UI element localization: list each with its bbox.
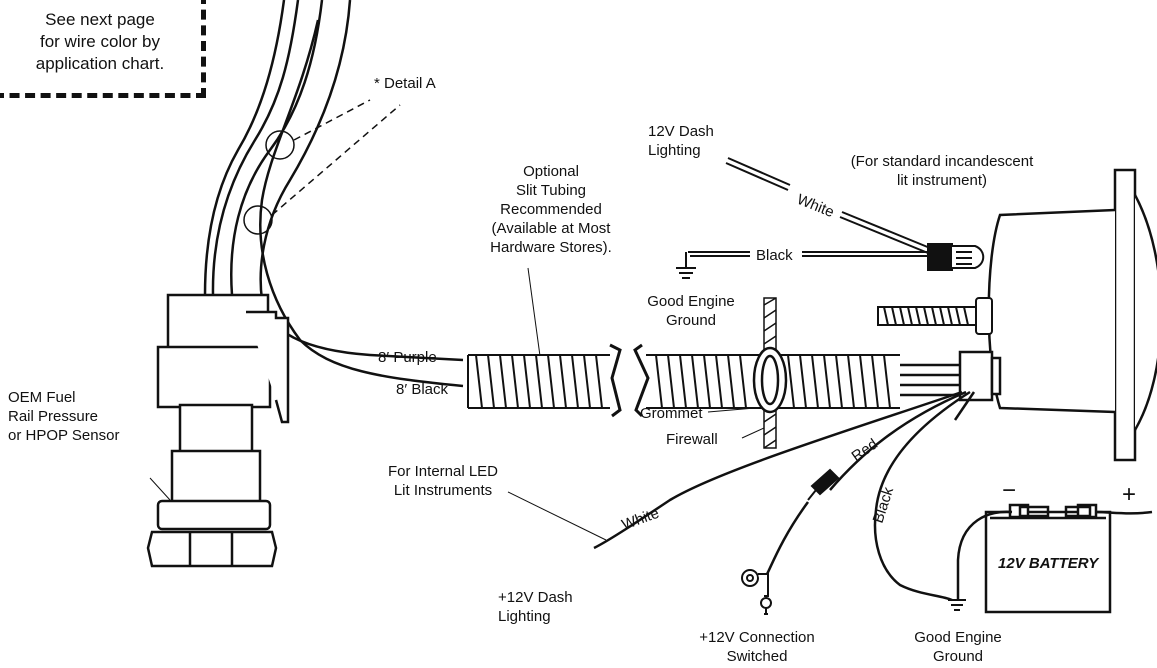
dash-lighting-plus-label: +12V Dash Lighting (498, 588, 573, 626)
tubing-line-2: Slit Tubing (515, 182, 587, 199)
wire-color-note: See next page for wire color by applicat… (0, 0, 206, 98)
note-line-2: for wire color by (40, 32, 160, 51)
wire-label-red: Red (849, 436, 881, 466)
good-ground-bottom-label: Good Engine Ground (898, 628, 1018, 666)
good-ground-bottom-line-1: Good Engine (914, 629, 1002, 646)
dash-lighting-plus-line-2: Lighting (498, 608, 551, 625)
dash-lighting-line-2: Lighting (648, 142, 701, 159)
wire-label-black-bottom: Black (870, 485, 898, 526)
top-black-wire (685, 251, 928, 268)
connection-line-1: +12V Connection (699, 629, 815, 646)
good-ground-bottom-line-2: Ground (932, 648, 984, 665)
black-wire-label: 8′ Black (396, 381, 449, 398)
battery-minus: − (1002, 477, 1016, 504)
gauge (987, 168, 1157, 462)
led-line-1: For Internal LED (387, 463, 499, 480)
purple-wire-label: 8′ Purple (378, 349, 437, 366)
battery-plus: + (1122, 481, 1136, 508)
detail-a-callout (243, 99, 401, 235)
tubing-line-3: Recommended (500, 201, 602, 218)
gauge-mounting-screw (877, 297, 993, 335)
sensor-cables (203, 0, 464, 388)
top-white-wire (725, 157, 931, 254)
sensor-line-2: Rail Pressure (8, 408, 99, 425)
gauge-connector (900, 350, 1002, 402)
slit-tubing-left (467, 343, 622, 418)
incandescent-label: (For standard incandescent lit instrumen… (832, 152, 1052, 190)
leader-lines (149, 267, 765, 541)
battery-label: 12V BATTERY (998, 555, 1100, 572)
sensor-label: OEM Fuel Rail Pressure or HPOP Sensor (8, 388, 119, 445)
sensor-line-3: or HPOP Sensor (8, 427, 120, 444)
wire-label-white-bottom: White (620, 505, 662, 534)
bulb-socket (927, 243, 985, 271)
inline-fuse (807, 468, 840, 501)
pressure-sensor (146, 293, 290, 568)
incandescent-line-1: (For standard incandescent (850, 153, 1034, 170)
firewall-label: Firewall (666, 431, 718, 448)
tubing-line-5: Hardware Stores). (490, 239, 612, 256)
bottom-wires (593, 390, 976, 602)
good-ground-top-line-1: Good Engine (647, 293, 735, 310)
wire-label-white-top: White (795, 191, 837, 221)
ground-symbol-top (676, 267, 696, 279)
battery-cables (956, 510, 1153, 600)
note-line-3: application chart. (35, 54, 165, 73)
detail-a-label: * Detail A (374, 75, 436, 92)
tubing-line-1: Optional (523, 163, 579, 180)
dash-lighting-line-1: 12V Dash (648, 123, 714, 140)
led-instruments-label: For Internal LED Lit Instruments (378, 462, 508, 500)
dash-lighting-plus-line-1: +12V Dash (498, 589, 573, 606)
connection-line-2: Switched (726, 648, 788, 665)
tubing-line-4: (Available at Most (491, 220, 611, 237)
led-line-2: Lit Instruments (393, 482, 493, 499)
note-line-1: See next page (45, 10, 155, 29)
grommet (752, 346, 788, 414)
tubing-label: Optional Slit Tubing Recommended (Availa… (456, 162, 646, 257)
key-switch (741, 569, 772, 615)
ground-symbol-bottom (948, 599, 966, 611)
grommet-label: Grommet (640, 405, 703, 422)
good-ground-top-label: Good Engine Ground (636, 292, 746, 330)
battery (984, 503, 1112, 614)
good-ground-top-line-2: Ground (665, 312, 717, 329)
wire-label-black-top: Black (756, 247, 793, 264)
note-text: See next page for wire color by applicat… (0, 9, 201, 75)
connection-switched-label: +12V Connection Switched (682, 628, 832, 666)
dash-lighting-12v-label: 12V Dash Lighting (648, 122, 714, 160)
sensor-line-1: OEM Fuel (8, 389, 76, 406)
incandescent-line-2: lit instrument) (896, 172, 988, 189)
